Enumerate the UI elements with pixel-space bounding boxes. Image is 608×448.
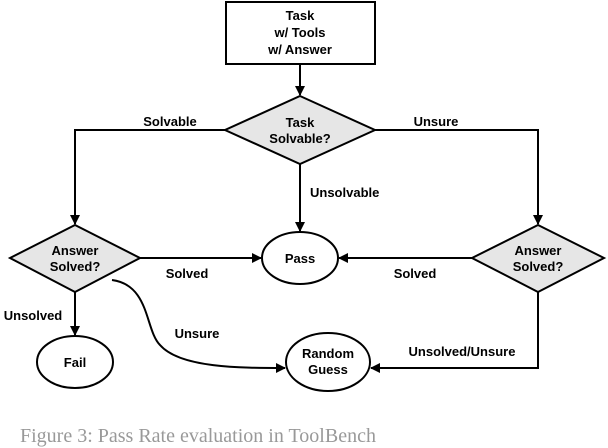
edge-label-unsolved-unsure: Unsolved/Unsure — [409, 344, 516, 359]
task-line-3: w/ Answer — [267, 42, 332, 57]
edge-unsure-top — [375, 129, 543, 225]
decision-label: Task — [286, 115, 315, 130]
edge-label-unsure-left: Unsure — [175, 326, 220, 341]
random-guess-node: Random Guess — [285, 332, 371, 392]
decision-label: Solvable? — [269, 131, 330, 146]
fail-label: Fail — [64, 355, 86, 370]
answer-solved-right-diamond: Answer Solved? — [469, 223, 607, 294]
task-line-1: Task — [286, 8, 315, 23]
random-guess-label: Random — [302, 346, 354, 361]
edge-label-solved-right: Solved — [394, 266, 437, 281]
pass-label: Pass — [285, 251, 315, 266]
task-box: Task w/ Tools w/ Answer — [225, 1, 376, 65]
fail-node: Fail — [36, 335, 114, 389]
decision-label: Answer — [515, 243, 562, 258]
edge-unsolved-unsure — [370, 292, 539, 373]
decision-label: Solved? — [50, 259, 101, 274]
task-solvable-diamond: Task Solvable? — [222, 94, 378, 166]
decision-label: Answer — [52, 243, 99, 258]
figure-caption: Figure 3: Pass Rate evaluation in ToolBe… — [20, 425, 376, 447]
edge-label-unsolvable: Unsolvable — [310, 185, 379, 200]
edge-label-unsure-top: Unsure — [414, 114, 459, 129]
edge-unsure-left — [111, 279, 286, 373]
edge-label-unsolved: Unsolved — [4, 308, 63, 323]
flowchart: Task w/ Tools w/ Answer Task Solvable? A… — [4, 1, 607, 392]
edge-label-solved-left: Solved — [166, 266, 209, 281]
random-guess-label: Guess — [308, 362, 348, 377]
decision-label: Solved? — [513, 259, 564, 274]
task-line-2: w/ Tools — [273, 25, 325, 40]
edge-label-solvable: Solvable — [143, 114, 196, 129]
answer-solved-left-diamond: Answer Solved? — [7, 223, 143, 294]
pass-node: Pass — [261, 231, 339, 285]
edge-solvable — [70, 129, 225, 225]
